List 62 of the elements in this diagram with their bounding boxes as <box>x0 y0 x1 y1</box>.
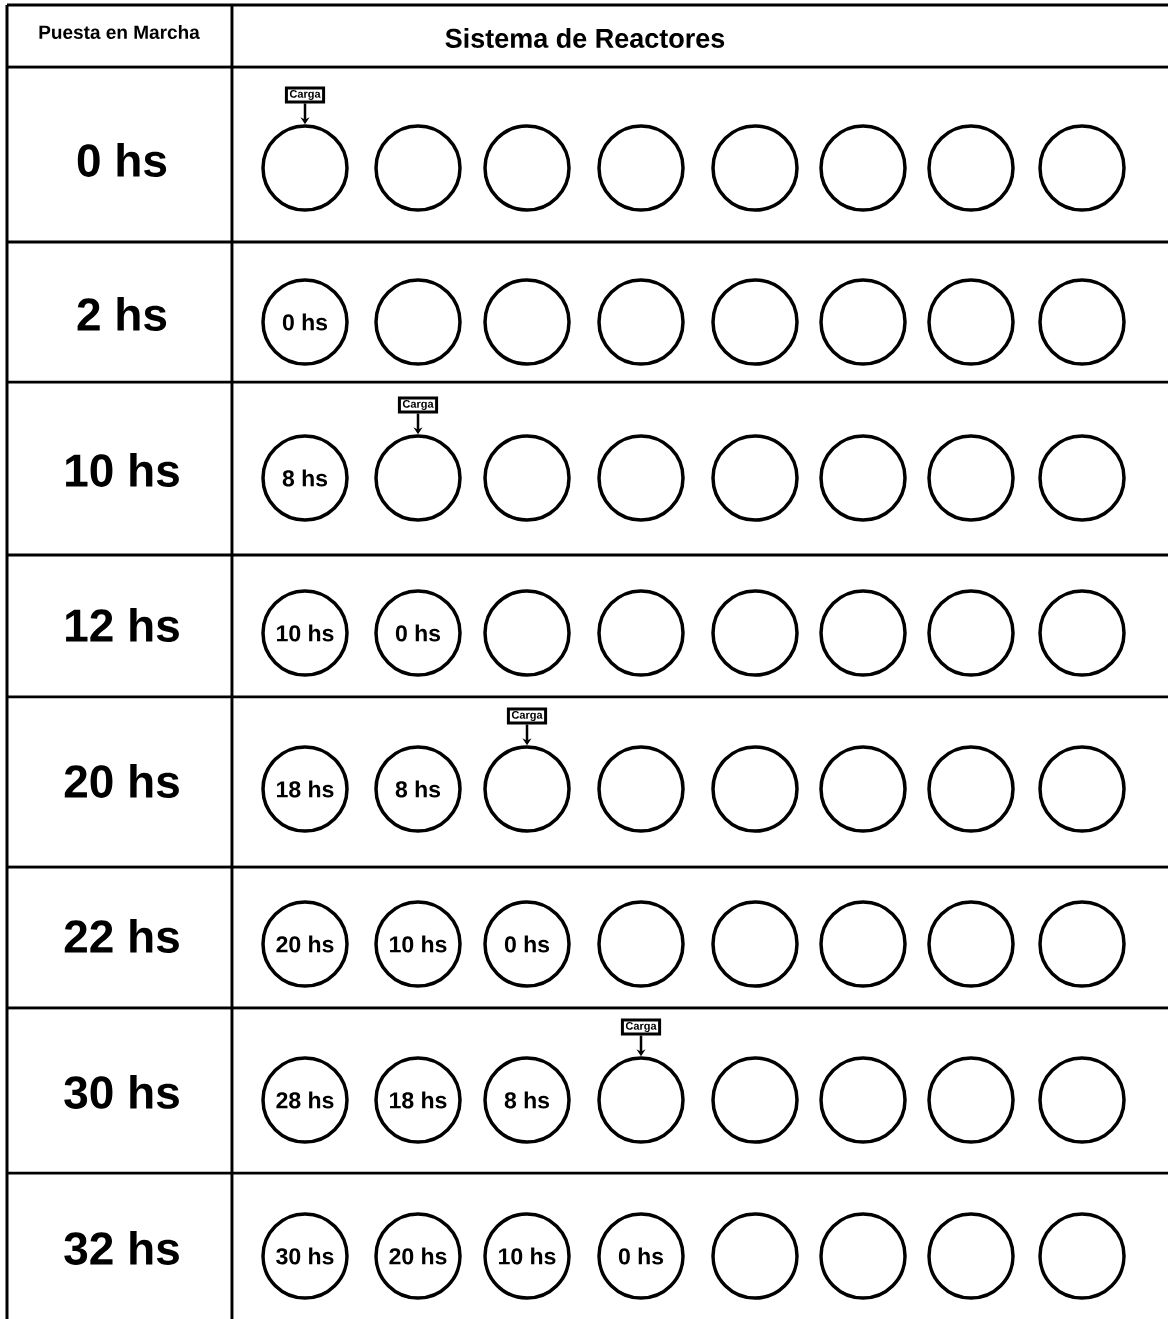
label-box: Carga <box>620 1018 662 1036</box>
reactor-circle <box>711 900 799 988</box>
time-label: 30 hs <box>64 1075 179 1109</box>
reactor-circle <box>261 124 349 212</box>
reactor-circle <box>711 1056 799 1144</box>
time-label: 0 hs <box>77 143 167 177</box>
reactor-circle <box>711 434 799 522</box>
reactor-circle <box>374 124 462 212</box>
reactor-circle <box>927 278 1015 366</box>
reactor-circle <box>711 589 799 677</box>
reactor-circle <box>927 1212 1015 1300</box>
reactor-circle <box>483 745 571 833</box>
reactor-circle <box>597 124 685 212</box>
time-label: 20 hs <box>64 764 179 798</box>
reactor-circle <box>819 1212 907 1300</box>
reactor-circle <box>1038 900 1126 988</box>
header-cell: Puesta en Marcha <box>39 25 200 39</box>
reactor-circle <box>374 434 462 522</box>
reactor-circle <box>597 434 685 522</box>
reactor-circle <box>819 1056 907 1144</box>
reactor-circle <box>819 745 907 833</box>
reactor-circle <box>597 900 685 988</box>
reactor-circle <box>711 1212 799 1300</box>
label-box: Carga <box>284 86 326 104</box>
reactor-circle <box>374 278 462 366</box>
header-cell: Sistema de Reactores <box>445 28 725 48</box>
label-box: Carga <box>397 396 439 414</box>
time-label: 12 hs <box>66 608 179 642</box>
time-label: 10 hs <box>66 453 179 487</box>
time-label: 2 hs <box>77 297 167 331</box>
reactor-circle <box>597 1056 685 1144</box>
time-label: 32 hs <box>64 1231 179 1265</box>
reactor-circle <box>711 278 799 366</box>
reactor-circle <box>927 900 1015 988</box>
reactor-circle <box>927 434 1015 522</box>
reactor-circle <box>483 124 571 212</box>
reactor-circle <box>483 434 571 522</box>
reactor-circle <box>927 124 1015 212</box>
reactor-circle <box>927 745 1015 833</box>
reactor-circle <box>927 589 1015 677</box>
reactor-circle <box>819 434 907 522</box>
label-box: Carga <box>506 707 548 725</box>
reactor-circle <box>927 1056 1015 1144</box>
reactor-circle <box>597 278 685 366</box>
reactor-circle <box>819 589 907 677</box>
reactor-circle <box>597 745 685 833</box>
reactor-circle <box>819 900 907 988</box>
reactor-circle <box>1038 589 1126 677</box>
reactor-circle <box>819 278 907 366</box>
reactor-circle <box>1038 278 1126 366</box>
reactor-circle <box>1038 1212 1126 1300</box>
reactor-circle <box>483 278 571 366</box>
reactor-circle <box>1038 1056 1126 1144</box>
reactor-circle <box>1038 434 1126 522</box>
reactor-circle <box>819 124 907 212</box>
reactor-circle <box>1038 745 1126 833</box>
reactor-circle <box>597 589 685 677</box>
reactor-circle <box>483 589 571 677</box>
time-label: 22 hs <box>64 919 179 953</box>
reactor-circle <box>1038 124 1126 212</box>
reactor-circle <box>711 745 799 833</box>
reactor-circle <box>711 124 799 212</box>
